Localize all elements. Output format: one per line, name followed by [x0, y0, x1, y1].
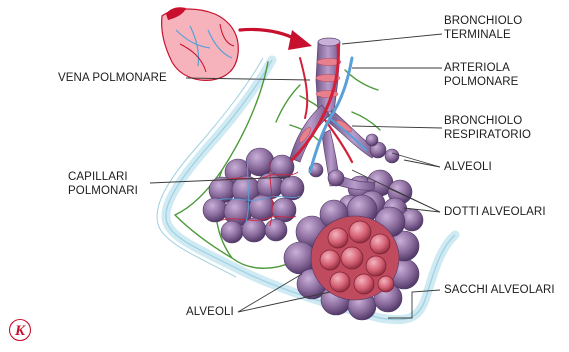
label-sacchi-alveolari: SACCHI ALVEOLARI	[444, 283, 555, 297]
label-bronchiolo-terminale: BRONCHIOLO TERMINALE	[444, 14, 522, 42]
heart-icon	[162, 7, 239, 80]
label-vena-polmonare: VENA POLMONARE	[58, 71, 167, 85]
label-alveoli-right: ALVEOLI	[444, 160, 492, 174]
label-sacchi-alveolari-text: SACCHI ALVEOLARI	[444, 283, 555, 297]
label-vena-polmonare-text: VENA POLMONARE	[58, 71, 167, 85]
label-capillari-polmonari: CAPILLARI POLMONARI	[68, 170, 138, 198]
label-arteriola-polmonare: ARTERIOLA POLMONARE	[444, 61, 518, 89]
label-bronchiolo-respiratorio-line1: BRONCHIOLO	[444, 114, 531, 128]
label-dotti-alveolari-text: DOTTI ALVEOLARI	[444, 205, 546, 219]
label-alveoli-bottom: ALVEOLI	[186, 305, 234, 319]
label-dotti-alveolari: DOTTI ALVEOLARI	[444, 205, 546, 219]
pointer-arrow	[240, 29, 312, 50]
label-bronchiolo-terminale-line1: BRONCHIOLO	[444, 14, 522, 28]
logo-mark: K	[8, 318, 32, 342]
label-alveoli-bottom-text: ALVEOLI	[186, 305, 234, 319]
label-bronchiolo-respiratorio-line2: RESPIRATORIO	[444, 128, 531, 142]
label-bronchiolo-terminale-line2: TERMINALE	[444, 28, 522, 42]
logo-letter: K	[14, 323, 26, 339]
label-arteriola-polmonare-line1: ARTERIOLA	[444, 61, 518, 75]
label-capillari-polmonari-line2: POLMONARI	[68, 184, 138, 198]
label-capillari-polmonari-line1: CAPILLARI	[68, 170, 138, 184]
publisher-logo: K	[8, 318, 32, 342]
label-bronchiolo-respiratorio: BRONCHIOLO RESPIRATORIO	[444, 114, 531, 142]
label-arteriola-polmonare-line2: POLMONARE	[444, 75, 518, 89]
label-alveoli-right-text: ALVEOLI	[444, 160, 492, 174]
